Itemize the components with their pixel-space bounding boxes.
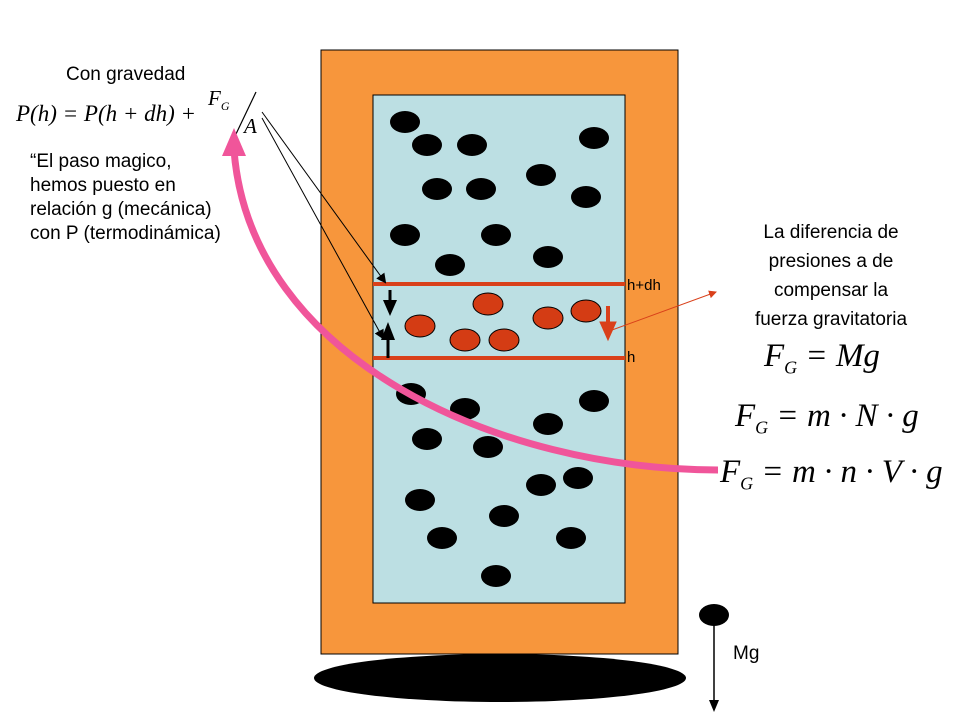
molecule (405, 489, 435, 511)
molecule (422, 178, 452, 200)
h-label: h (627, 349, 636, 366)
falling-mass (699, 604, 729, 626)
slab-molecule (404, 314, 436, 338)
fraction-num-text: F (208, 86, 221, 110)
molecule (579, 390, 609, 412)
slab-molecule (449, 328, 481, 352)
fg3-sub: G (740, 473, 754, 494)
paso-magico-text: “El paso magico, hemos puesto en relació… (30, 150, 221, 246)
diferencia-line-1: La diferencia de (763, 222, 899, 243)
molecule (481, 565, 511, 587)
molecule (563, 467, 593, 489)
slab-molecule (488, 328, 520, 352)
equation-fg-mng: FG = m · N · g (735, 398, 919, 439)
fg3-rhs: = m · n · V · g (761, 454, 943, 490)
pressure-equation-lhs: P(h) = P(h + dh) + (16, 101, 197, 126)
diferencia-line-4: fuerza gravitatoria (754, 309, 908, 330)
molecule (473, 436, 503, 458)
fraction-denominator: A (244, 114, 257, 138)
fg2-rhs: = m · N · g (776, 398, 919, 434)
molecule (489, 505, 519, 527)
molecule (466, 178, 496, 200)
paso-line-2: hemos puesto en (30, 175, 176, 196)
molecule (526, 164, 556, 186)
molecule (427, 527, 457, 549)
fg3-lhs: F (720, 454, 741, 490)
con-gravedad-label: Con gravedad (66, 64, 186, 85)
molecule (457, 134, 487, 156)
molecule (435, 254, 465, 276)
molecule (556, 527, 586, 549)
link-curve-arrowhead (222, 128, 246, 156)
paso-line-4: con P (termodinámica) (30, 223, 221, 244)
fg1-sub: G (784, 357, 798, 378)
fraction-slash (235, 91, 257, 135)
slab-molecules (404, 292, 602, 352)
molecule (533, 413, 563, 435)
gravity-force-arrow (599, 306, 617, 342)
pointer-line (261, 111, 387, 284)
slab-molecule (472, 292, 504, 316)
slab-molecule (570, 299, 602, 323)
pointer-line (261, 117, 384, 340)
paso-line-3: relación g (mecánica) (30, 199, 212, 220)
molecule (579, 127, 609, 149)
pressure-down-arrow (383, 290, 397, 316)
pointer-to-explanation (611, 290, 717, 331)
gas-molecules (390, 111, 609, 587)
fraction-num-sub: G (220, 99, 230, 114)
equation-fg-mg: FG = Mg (764, 338, 880, 379)
slab-molecule (532, 306, 564, 330)
molecule (533, 246, 563, 268)
equation-fg-mnvg: FG = m · n · V · g (720, 454, 943, 495)
h-plus-dh-label: h+dh (627, 277, 661, 294)
fraction-numerator: FG (208, 86, 230, 114)
pressure-equation: P(h) = P(h + dh) + (16, 101, 196, 127)
molecule (390, 224, 420, 246)
fg1-rhs: = Mg (805, 338, 880, 374)
diferencia-line-2: presiones a de (768, 251, 894, 272)
molecule (412, 134, 442, 156)
base-shadow (314, 654, 686, 702)
fg2-lhs: F (735, 398, 756, 434)
link-curve-arrow (230, 149, 719, 474)
diferencia-text: La diferencia de presiones a de compensa… (726, 218, 936, 334)
molecule (526, 474, 556, 496)
pressure-up-arrow (381, 322, 395, 358)
fg2-sub: G (755, 417, 769, 438)
molecule (412, 428, 442, 450)
fg1-lhs: F (764, 338, 785, 374)
molecule (571, 186, 601, 208)
weight-arrowhead (709, 700, 719, 712)
paso-line-1: “El paso magico, (30, 151, 172, 172)
molecule (390, 111, 420, 133)
molecule (481, 224, 511, 246)
diferencia-line-3: compensar la (773, 280, 889, 301)
mg-label: Mg (733, 643, 760, 664)
